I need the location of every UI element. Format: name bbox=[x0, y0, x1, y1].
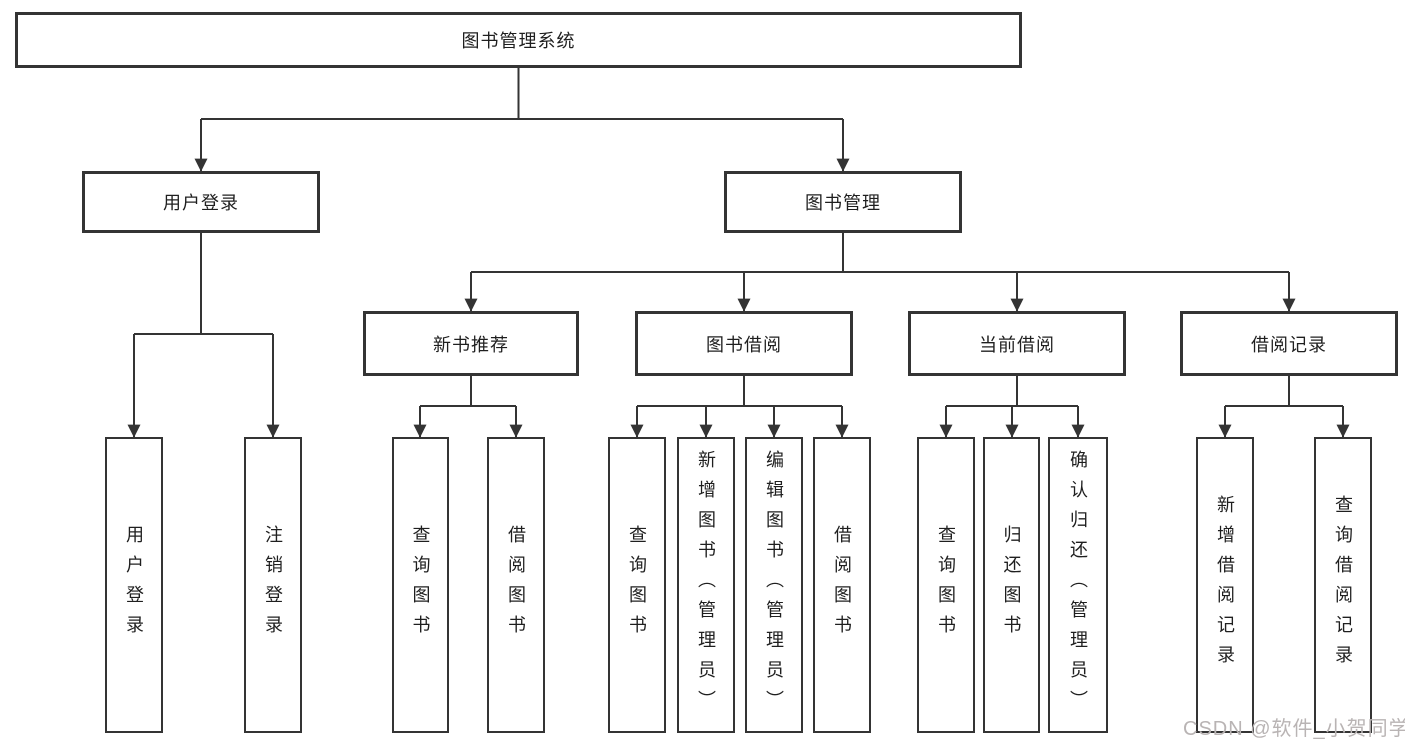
node-book-borrowing: 图书借阅 bbox=[635, 311, 853, 376]
node-label: 查询图书 bbox=[936, 525, 956, 645]
node-label: 当前借阅 bbox=[979, 334, 1055, 355]
node-label: 编辑图书（管理员） bbox=[764, 450, 784, 720]
leaf-add-books-admin: 新增图书（管理员） bbox=[677, 437, 735, 733]
node-label: 用户登录 bbox=[124, 525, 144, 645]
node-label: 注销登录 bbox=[263, 525, 283, 645]
leaf-return-books: 归还图书 bbox=[983, 437, 1040, 733]
node-label: 归还图书 bbox=[1001, 525, 1022, 645]
node-label: 新增借阅记录 bbox=[1215, 495, 1235, 675]
leaf-borrow-books-recommend: 借阅图书 bbox=[487, 437, 545, 733]
leaf-query-borrow-record: 查询借阅记录 bbox=[1314, 437, 1372, 733]
connector-book-management-children bbox=[464, 233, 1296, 312]
node-label: 查询借阅记录 bbox=[1333, 495, 1353, 675]
leaf-user-login: 用户登录 bbox=[105, 437, 163, 733]
node-borrowing-records: 借阅记录 bbox=[1180, 311, 1398, 376]
node-library-management-system: 图书管理系统 bbox=[15, 12, 1022, 68]
leaf-query-books-recommend: 查询图书 bbox=[392, 437, 449, 733]
node-label: 用户登录 bbox=[163, 193, 239, 213]
node-label: 确认归还（管理员） bbox=[1068, 450, 1088, 720]
node-current-borrowing: 当前借阅 bbox=[908, 311, 1126, 376]
node-label: 新书推荐 bbox=[433, 334, 509, 355]
node-label: 查询图书 bbox=[410, 525, 431, 645]
connector-borrowing-records-children bbox=[1218, 376, 1350, 438]
connector-root-to-level2 bbox=[194, 68, 850, 172]
leaf-query-books-current: 查询图书 bbox=[917, 437, 975, 733]
node-book-management: 图书管理 bbox=[724, 171, 962, 233]
leaf-logout: 注销登录 bbox=[244, 437, 302, 733]
node-label: 查询图书 bbox=[627, 525, 647, 645]
connector-current-borrowing-children bbox=[939, 376, 1085, 438]
leaf-confirm-return-admin: 确认归还（管理员） bbox=[1048, 437, 1108, 733]
leaf-edit-books-admin: 编辑图书（管理员） bbox=[745, 437, 803, 733]
node-user-login: 用户登录 bbox=[82, 171, 320, 233]
leaf-query-books-borrowing: 查询图书 bbox=[608, 437, 666, 733]
leaf-borrow-books-borrowing: 借阅图书 bbox=[813, 437, 871, 733]
connector-user-login-children bbox=[127, 233, 280, 438]
connector-new-book-recommendation-children bbox=[413, 376, 523, 438]
leaf-add-borrow-record: 新增借阅记录 bbox=[1196, 437, 1254, 733]
node-label: 图书管理 bbox=[805, 193, 881, 213]
node-new-book-recommendation: 新书推荐 bbox=[363, 311, 579, 376]
watermark: CSDN @软件_小贺同学 bbox=[1183, 718, 1405, 740]
node-label: 借阅图书 bbox=[506, 525, 526, 645]
connector-book-borrowing-children bbox=[630, 376, 849, 438]
node-label: 借阅记录 bbox=[1251, 334, 1327, 355]
node-label: 借阅图书 bbox=[832, 525, 852, 645]
node-label: 图书借阅 bbox=[706, 334, 782, 355]
node-label: 新增图书（管理员） bbox=[696, 450, 716, 720]
node-label: 图书管理系统 bbox=[461, 31, 576, 51]
